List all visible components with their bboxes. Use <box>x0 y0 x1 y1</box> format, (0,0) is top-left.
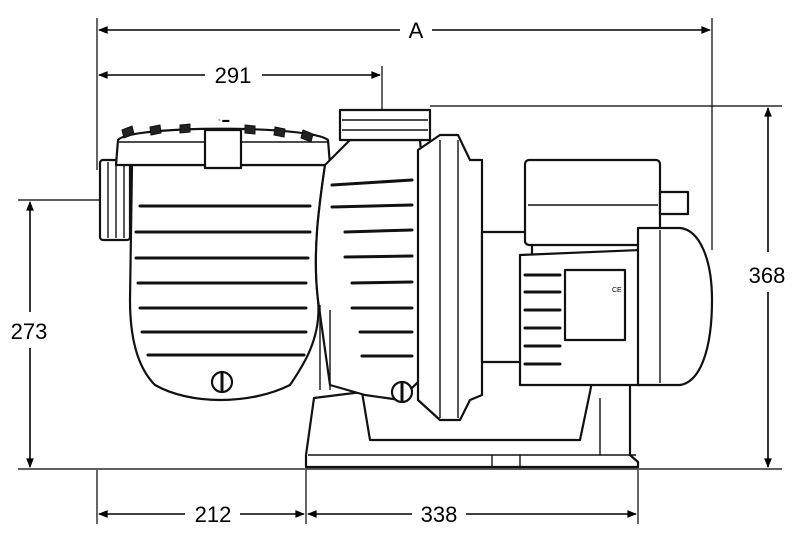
dimension-368: 368 <box>430 105 786 468</box>
dimension-338: 338 <box>307 470 639 527</box>
motor-ce-mark: CE <box>612 287 622 294</box>
dimension-212: 212 <box>96 470 307 527</box>
fan-cover <box>636 226 714 387</box>
dimension-273: 273 <box>11 199 100 468</box>
dimension-a: A <box>96 18 713 250</box>
dimension-212-label: 212 <box>195 502 232 527</box>
motor-plate <box>563 268 627 342</box>
dimension-338-label: 338 <box>421 502 458 527</box>
inlet-port <box>98 158 132 242</box>
dimension-273-label: 273 <box>11 319 48 344</box>
lid-marking: ◦ ▬ <box>218 117 229 124</box>
cable-gland <box>658 190 690 216</box>
outlet-port <box>338 108 432 142</box>
dimension-368-label: 368 <box>749 263 786 288</box>
dimension-291: 291 <box>98 63 383 112</box>
motor: CE <box>480 158 714 387</box>
strainer-housing: ◦ ▬ <box>98 117 332 402</box>
pump-flange <box>416 133 484 422</box>
dimension-291-label: 291 <box>215 63 252 88</box>
pump-volute <box>314 108 432 404</box>
dimension-a-label: A <box>409 18 424 43</box>
lid-handle <box>203 128 243 170</box>
